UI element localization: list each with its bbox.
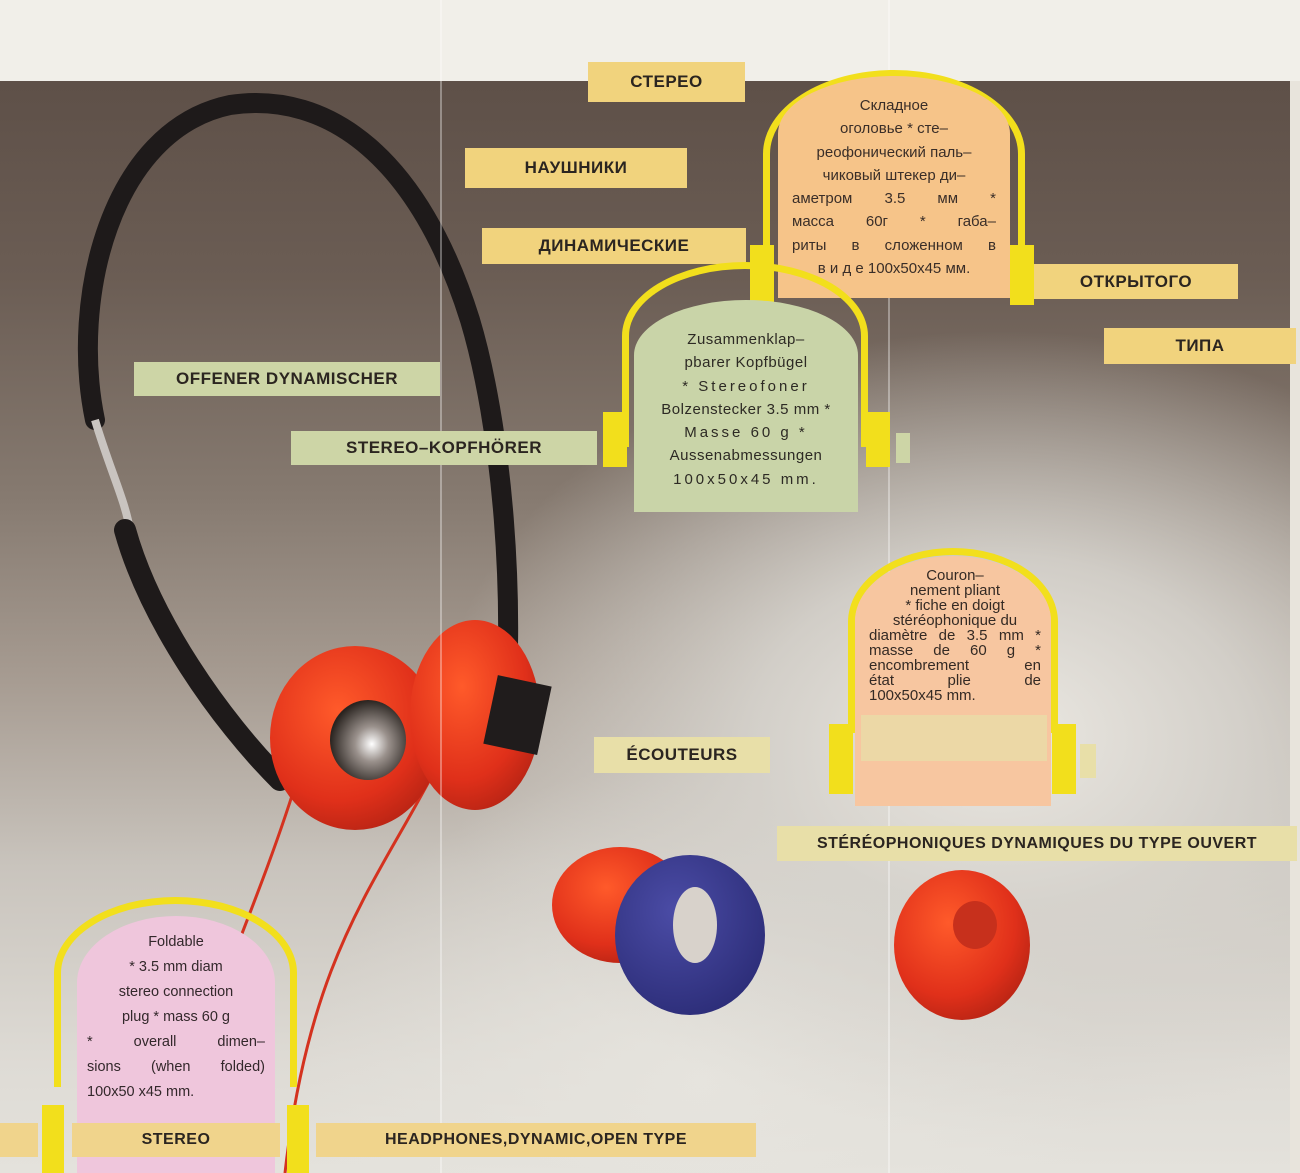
cable-right (283, 759, 442, 1173)
headband-icon-en (54, 897, 297, 1087)
desc-line: nement pliant (909, 582, 1001, 599)
label-en-stereo: STEREO (72, 1123, 280, 1157)
paper-fold-line (440, 0, 442, 1173)
spare-pad-blue-hole (673, 887, 717, 963)
desc-line: plug * mass 60 g (121, 1008, 230, 1025)
desc-line: 100x50 x45 mm. (87, 1083, 195, 1100)
desc-line: état plie de (869, 672, 1041, 689)
desc-line: Aussenabmessungen (669, 447, 823, 465)
desc-line: в и д е 100x50x45 мм. (817, 259, 971, 277)
earcup-icon-en-right (287, 1105, 309, 1173)
description-card-en: Foldable * 3.5 mm diam stereo connection… (77, 916, 275, 1173)
desc-line: Zusammenklap– (687, 331, 805, 348)
label-ru-dynamic: ДИНАМИЧЕСКИЕ (482, 228, 746, 264)
headband (77, 93, 519, 780)
desc-line: 100x50x45 mm. (869, 687, 976, 704)
desc-line: Couron– (926, 567, 984, 584)
desc-line: stereo connection (118, 983, 234, 1000)
desc-line: masse de 60 g * (869, 642, 1041, 659)
desc-line: * overall dimen– (87, 1033, 265, 1050)
card-fr-stripe (861, 715, 1047, 761)
desc-line: Foldable (148, 934, 204, 950)
tab-fr (1080, 744, 1096, 778)
label-en-headphones: HEADPHONES,DYNAMIC,OPEN TYPE (316, 1123, 756, 1157)
desc-line: чиковый штекер ди– (822, 166, 966, 184)
label-ru-type: ТИПА (1104, 328, 1296, 364)
description-card-fr: Couron– nement pliant * fiche en doigt s… (855, 556, 1051, 806)
earcup-icon-ru-right (1010, 245, 1034, 305)
label-de-stereo-headphones: STEREO–KOPFHÖRER (291, 431, 597, 465)
label-fr-headphones: ÉCOUTEURS (594, 737, 770, 773)
earcup-icon-fr-right (1052, 724, 1076, 794)
label-ru-headphones: НАУШНИКИ (465, 148, 687, 188)
desc-line: pbarer Kopfbügel (684, 354, 808, 372)
headband-icon-fr (848, 548, 1058, 733)
earcup-icon-de-left (603, 412, 627, 467)
desc-line: 100x50x45 mm. (673, 470, 819, 488)
desc-line: риты в сложенном в (792, 236, 996, 254)
desc-line: * 3.5 mm diam (129, 958, 223, 975)
desc-line: реофонический паль– (816, 143, 972, 161)
desc-line: sions (when folded) (87, 1058, 265, 1075)
label-ru-stereo: СТЕРЕО (588, 62, 745, 102)
ear-pad-right (410, 620, 540, 810)
earcup-icon-en-left (42, 1105, 64, 1173)
headband-arm-left (114, 519, 291, 791)
driver-housing (483, 675, 552, 756)
desc-line: diamètre de 3.5 mm * (869, 627, 1041, 644)
label-de-open-dynamic: OFFENER DYNAMISCHER (134, 362, 440, 396)
tab-de (896, 433, 910, 463)
label-ru-open: ОТКРЫТОГО (1034, 264, 1238, 299)
desc-line: Bolzenstecker 3.5 mm * (661, 400, 831, 418)
spare-pad-red-right-hole (953, 901, 997, 949)
desc-line: оголовье * сте– (840, 120, 948, 138)
desc-line: stéréophonique du (892, 612, 1018, 629)
label-fr-description: STÉRÉOPHONIQUES DYNAMIQUES DU TYPE OUVER… (777, 826, 1297, 861)
desc-line: масса 60г * габа– (792, 213, 996, 231)
paper-edge (1290, 81, 1300, 1173)
spare-pad-red-right (894, 870, 1030, 1020)
desc-line: Складное (859, 97, 929, 114)
description-card-ru: Складное оголовье * сте– реофонический п… (778, 76, 1010, 298)
label-strip (0, 1123, 38, 1157)
earcup-icon-fr-left (829, 724, 853, 794)
desc-line: * Stereofoner (682, 377, 810, 395)
ear-pad-left-driver (330, 700, 406, 780)
desc-line: Masse 60 g * (684, 424, 808, 441)
desc-line: аметром 3.5 мм * (792, 190, 996, 207)
headband-slider-left (91, 418, 134, 531)
earcup-icon-de-right (866, 412, 890, 467)
headband-icon-ru (763, 70, 1025, 280)
headband-icon-de (622, 262, 868, 447)
desc-line: encombrement en (869, 657, 1041, 674)
description-card-de: Zusammenklap– pbarer Kopfbügel * Stereof… (634, 300, 858, 512)
desc-line: * fiche en doigt (905, 597, 1005, 614)
